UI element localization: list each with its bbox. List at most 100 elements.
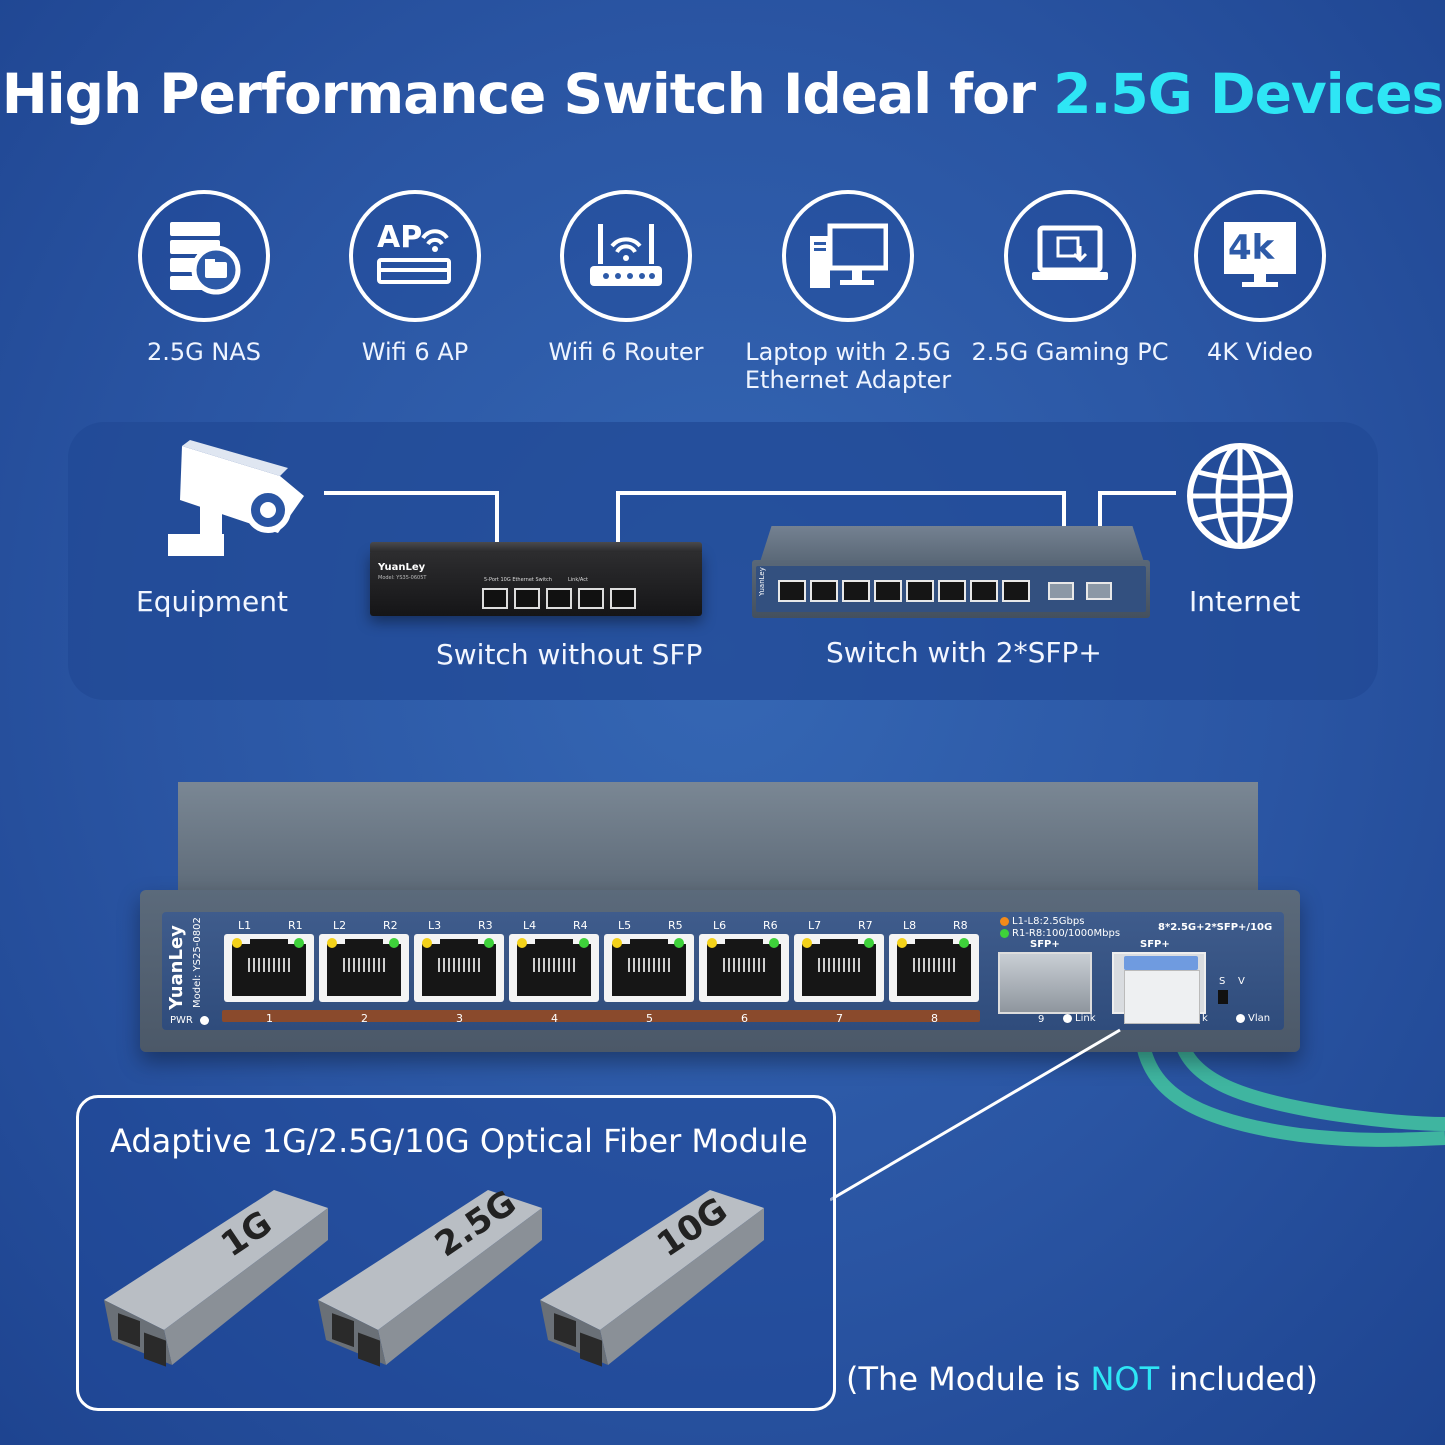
led-right: [294, 938, 304, 948]
device-label: Wifi 6 AP: [361, 338, 469, 366]
ethernet-port: [810, 580, 838, 602]
port-pins: [818, 958, 860, 972]
sfp-module-icon: [104, 1190, 328, 1367]
equipment-label: Equipment: [136, 585, 288, 618]
sfp-port: [1048, 582, 1074, 600]
port-label-right: R4: [573, 919, 588, 932]
switch-with-sfp: YuanLey: [752, 560, 1150, 618]
port-label-left: L6: [713, 919, 727, 932]
port-label-left: L2: [333, 919, 347, 932]
port-socket: [897, 939, 971, 996]
device-label-line2: Ethernet Adapter: [744, 366, 952, 394]
port-label-right: R1: [288, 919, 303, 932]
port-socket: [612, 939, 686, 996]
led-left: [612, 938, 622, 948]
port-number: 8: [931, 1012, 938, 1025]
port-label-left: L1: [238, 919, 252, 932]
pwr-label: PWR: [170, 1015, 193, 1026]
note-highlight: NOT: [1090, 1360, 1160, 1398]
vlan-led: [1236, 1014, 1245, 1023]
desktop-computer-icon: [782, 190, 914, 322]
device-label: 4K Video: [1207, 338, 1313, 366]
led-right: [674, 938, 684, 948]
ethernet-port: [1002, 580, 1030, 602]
switch-without-sfp: YuanLey Model: YS35-0605T 5-Port 10G Eth…: [370, 542, 702, 616]
link-label-10: k: [1202, 1013, 1208, 1024]
sfp-label-10: SFP+: [1140, 939, 1170, 950]
module-note: (The Module is NOT included): [846, 1360, 1318, 1398]
sfp-fiber-module: [1124, 970, 1200, 1024]
globe-icon: [1184, 440, 1296, 556]
led-right: [389, 938, 399, 948]
ethernet-port: [778, 580, 806, 602]
spec-label: 8*2.5G+2*SFP+/10G: [1158, 922, 1273, 933]
ethernet-port: [514, 588, 540, 609]
port-pins: [723, 958, 765, 972]
port-pins: [628, 958, 670, 972]
port-label-left: L8: [903, 919, 917, 932]
device-nas: 2.5G NAS: [109, 190, 299, 366]
access-point-icon: AP: [349, 190, 481, 322]
4k-icon-text: 4k: [1228, 228, 1275, 268]
led-right: [769, 938, 779, 948]
port-number: 1: [266, 1012, 273, 1025]
port-pins: [248, 958, 290, 972]
port-socket: [802, 939, 876, 996]
rj45-port-3[interactable]: [414, 934, 504, 1002]
led-left: [517, 938, 527, 948]
port-label-left: L3: [428, 919, 442, 932]
led-left: [232, 938, 242, 948]
port-socket: [422, 939, 496, 996]
device-router: Wifi 6 Router: [531, 190, 721, 366]
device-label-line1: Laptop with 2.5G: [745, 338, 951, 366]
switch-v-label: V: [1238, 976, 1245, 987]
port-label-right: R3: [478, 919, 493, 932]
main-switch-model: Model: YS25-0802: [192, 917, 203, 1008]
laptop-icon: [1004, 190, 1136, 322]
switch-s-label: S: [1219, 976, 1226, 987]
device-label: Wifi 6 Router: [548, 338, 704, 366]
led-left: [802, 938, 812, 948]
led-right: [959, 938, 969, 948]
main-switch-top: [178, 782, 1258, 896]
switch-top: [760, 526, 1144, 562]
switch-with-sfp-label: Switch with 2*SFP+: [826, 636, 1102, 669]
module-panel-title: Adaptive 1G/2.5G/10G Optical Fiber Modul…: [110, 1122, 808, 1160]
led-left: [327, 938, 337, 948]
port-number: 7: [836, 1012, 843, 1025]
sfp-label-9: SFP+: [1030, 939, 1060, 950]
mid-switch-brand: YuanLey: [758, 567, 766, 596]
callout-line: [829, 1010, 1130, 1214]
legend-l: L1-L8:2.5Gbps: [1012, 916, 1085, 927]
port-number: 2: [361, 1012, 368, 1025]
port-number: 6: [741, 1012, 748, 1025]
port-pins: [438, 958, 480, 972]
ethernet-port: [938, 580, 966, 602]
port-label-right: R6: [763, 919, 778, 932]
ethernet-port: [578, 588, 604, 609]
led-left: [897, 938, 907, 948]
port-number: 3: [456, 1012, 463, 1025]
router-icon: [560, 190, 692, 322]
port-label-left: L4: [523, 919, 537, 932]
security-camera-icon: [160, 438, 310, 567]
sfp-module-latch: [1124, 956, 1198, 970]
port-socket: [327, 939, 401, 996]
small-switch-led-text: Link/Act: [568, 577, 588, 583]
link-label-9: Link: [1075, 1013, 1096, 1024]
sfp-port-9[interactable]: [998, 952, 1092, 1014]
led-left: [422, 938, 432, 948]
vlan-dip-switch[interactable]: [1218, 990, 1228, 1004]
port-socket: [232, 939, 306, 996]
sfp-module-icon: [540, 1190, 764, 1367]
note-before: (The Module is: [846, 1360, 1091, 1398]
rj45-port-8[interactable]: [889, 934, 979, 1002]
switch-without-sfp-label: Switch without SFP: [436, 638, 703, 671]
ethernet-port: [970, 580, 998, 602]
sfp-module-icon: [318, 1190, 542, 1367]
device-label: 2.5G Gaming PC: [971, 338, 1169, 366]
pwr-led: [200, 1016, 209, 1025]
led-right: [484, 938, 494, 948]
fiber-cable: [1100, 1000, 1445, 1224]
